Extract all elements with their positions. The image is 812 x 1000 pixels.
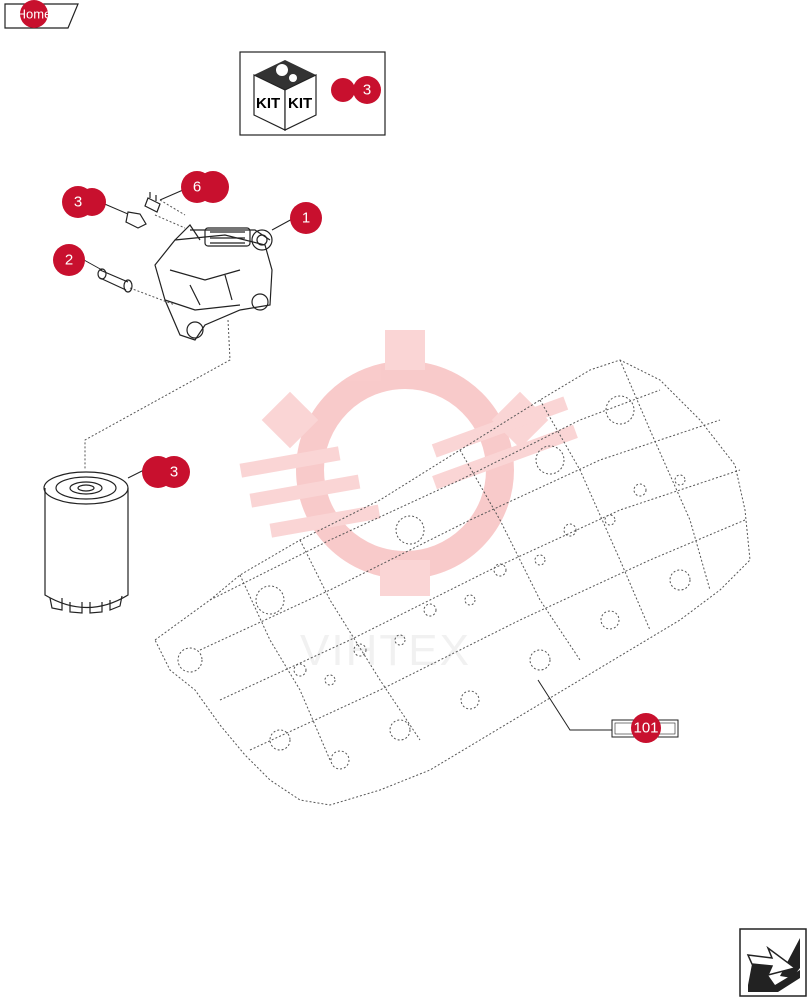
callout-adapter-label: 3 — [74, 194, 82, 211]
watermark: VIHTEX — [239, 330, 578, 675]
home-button[interactable]: Home — [4, 0, 79, 29]
leader-filter — [127, 469, 145, 479]
kit-label-right: KIT — [288, 95, 312, 112]
callout-plug-label: 6 — [193, 179, 201, 196]
leader-2 — [83, 259, 103, 271]
filter-cartridge-drawing — [43, 471, 129, 614]
callout-filter-head-label: 1 — [302, 210, 310, 227]
home-label: Home — [17, 7, 52, 22]
next-page-button[interactable] — [739, 928, 807, 997]
callout-bolt-label: 2 — [65, 252, 73, 269]
kit-label-left: KIT — [256, 95, 280, 112]
watermark-text: VIHTEX — [300, 626, 471, 675]
callout-filter-cartridge-label: 3 — [170, 464, 178, 481]
cylinder-head-drawing — [154, 359, 751, 806]
kit-callout-label: 3 — [363, 82, 371, 99]
kit-callout[interactable]: 3 — [331, 76, 381, 104]
adapter-drawing — [125, 211, 147, 229]
callout-filter-cartridge[interactable]: 3 — [142, 456, 190, 488]
callout-filter-head[interactable]: 1 — [290, 202, 322, 234]
arrow-next-page-icon — [746, 938, 800, 992]
callout-bolt[interactable]: 2 — [53, 244, 85, 276]
callout-cylinder-head-ref-label: 101 — [633, 720, 658, 737]
kit-box: KIT KIT 3 — [239, 51, 386, 136]
plug-drawing — [144, 192, 161, 213]
callout-plug[interactable]: 6 — [181, 171, 229, 203]
callout-adapter[interactable]: 3 — [62, 186, 106, 218]
kit-cube-icon: KIT KIT — [253, 60, 317, 131]
bolt-drawing — [97, 268, 133, 293]
filter-head-drawing — [84, 199, 273, 470]
callout-cylinder-head-ref[interactable]: 101 — [611, 713, 679, 743]
leader-6 — [159, 189, 184, 201]
